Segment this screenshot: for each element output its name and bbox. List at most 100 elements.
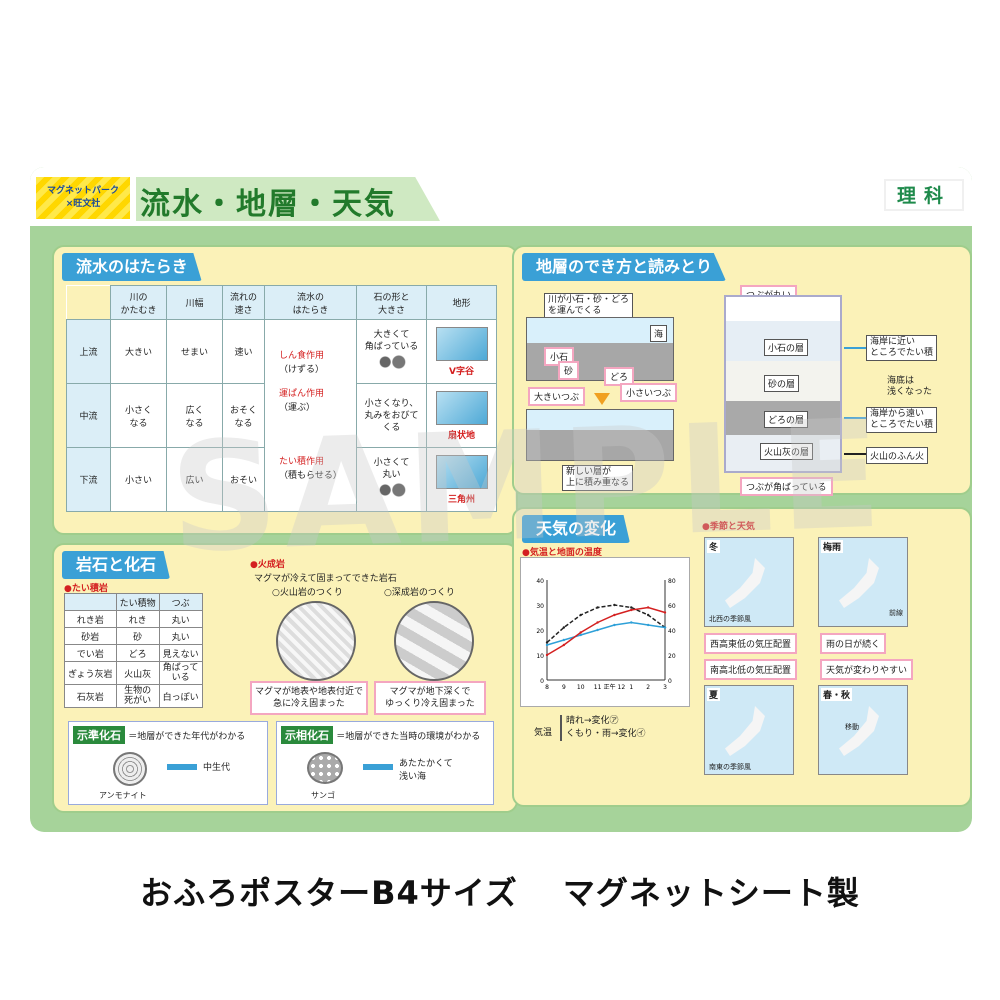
label-small-grain: 小さいつぶ — [620, 383, 678, 402]
poster-header: マグネットパーク ×旺文社 流水・地層・天気 理科 — [30, 167, 972, 229]
poster-title: 流水・地層・天気 — [140, 187, 396, 222]
cell: 白っぽい — [158, 684, 203, 708]
panel-flowing-water: 流水のはたらき 川の かたむき 川幅 流れの 速さ 流水の はたらき 石の形と … — [52, 245, 518, 535]
y-tick-label: 0 — [540, 678, 544, 685]
cell: 角ばって いる — [158, 661, 203, 685]
cell: 丸い — [158, 610, 203, 628]
table-row: れき岩れき丸い — [64, 610, 203, 628]
ammonite-icon — [113, 752, 147, 786]
cell: おそい — [222, 447, 265, 512]
terrain-cell: V字谷 — [426, 319, 497, 384]
col-header: 流水の はたらき — [264, 285, 357, 320]
cell: でい岩 — [64, 644, 117, 662]
warm-sea-label: あたたかくて 浅い海 — [399, 759, 453, 782]
plutonic-rock-illustration — [394, 601, 474, 681]
x-tick-label: 11 — [594, 684, 602, 691]
season-desc: 南高北低の気圧配置 — [704, 659, 798, 680]
y-tick-label: 10 — [536, 653, 544, 660]
data-point — [545, 653, 549, 657]
table-row: 下流 小さい 広い おそい 小さくて 丸い 三角州 — [66, 447, 497, 512]
data-point — [630, 608, 633, 612]
data-point — [545, 641, 549, 644]
map-spring-autumn: 春・秋移動 — [818, 685, 908, 775]
cell: 砂 — [115, 627, 160, 645]
cell: 大きい — [110, 319, 167, 384]
label-angular-grain: つぶが角ばっている — [740, 477, 833, 496]
arrow-icon — [363, 764, 393, 770]
y-tick-label: 20 — [536, 628, 544, 635]
terrain-label: V字谷 — [449, 366, 474, 377]
data-point — [596, 606, 599, 609]
data-point — [562, 626, 566, 629]
cell: 火山灰 — [115, 661, 160, 685]
arrow-line — [844, 453, 866, 455]
action-deposit-sub: （積もらせる） — [279, 470, 342, 481]
col-header — [64, 593, 117, 611]
y2-tick-label: 60 — [668, 603, 676, 610]
data-point — [579, 633, 582, 637]
flow-table: 川の かたむき 川幅 流れの 速さ 流水の はたらき 石の形と 大きさ 地形 上… — [66, 285, 497, 512]
row-header: 下流 — [66, 447, 111, 512]
kion-label: 気温 — [534, 728, 553, 738]
cell: 小さい — [110, 447, 167, 512]
terrain-block-2 — [526, 409, 674, 461]
panel-strata: 地層のでき方と読みとり 川が小石・砂・どろ を運んでくる 海 小石 砂 どろ 大… — [512, 245, 972, 496]
rock-table: たい積物 つぶ れき岩れき丸い 砂岩砂丸い でい岩どろ見えない ぎょう灰岩火山灰… — [64, 593, 203, 708]
product-caption: おふろポスターB4サイズ マグネットシート製 — [140, 874, 860, 912]
data-point — [646, 606, 650, 609]
sample-watermark: SAMPLE — [167, 387, 891, 587]
facies-fossil-box: 示相化石 ＝地層ができた当時の環境がわかる サンゴ あたたかくて 浅い海 — [276, 721, 494, 805]
season-name: 春・秋 — [821, 688, 853, 701]
note-near-shore: 海岸に近い ところでたい積 — [866, 335, 938, 361]
stone-illustration — [374, 480, 409, 499]
data-point — [562, 643, 566, 647]
terrain-illustration — [435, 390, 488, 425]
x-tick-label: 1 — [629, 684, 633, 691]
map-summer: 夏南東の季節風 — [704, 685, 794, 775]
index-fossil-tag: 示準化石 — [73, 726, 125, 744]
stone-desc: 小さくなり、 丸みをおびて くる — [364, 398, 419, 433]
note-volcano: 火山のふん火 — [866, 447, 929, 464]
temp-label: ●気温と地面の温度 — [522, 548, 602, 558]
y-tick-label: 40 — [536, 578, 544, 585]
data-point — [613, 613, 616, 617]
cell: 見えない — [158, 644, 203, 662]
data-point — [596, 628, 599, 632]
stone-desc: 大きくて 角ばっている — [364, 329, 419, 352]
col-header: つぶ — [158, 593, 203, 611]
volcanic-title: ○火山岩のつくり — [272, 588, 343, 598]
table-row: 中流 小さく なる 広く なる おそく なる 小さくなり、 丸みをおびて くる … — [66, 383, 497, 448]
corner — [66, 285, 111, 320]
x-tick-label: 3 — [663, 684, 667, 691]
cell: れき — [115, 610, 160, 628]
coral-icon — [307, 752, 343, 784]
index-fossil-desc: ＝地層ができた年代がわかる — [128, 732, 246, 742]
index-fossil-box: 示準化石 ＝地層ができた年代がわかる アンモナイト 中生代 — [68, 721, 268, 805]
data-point — [663, 626, 667, 629]
series-line — [546, 621, 666, 646]
cell: 大きくて 角ばっている — [356, 319, 427, 384]
panel-rocks-fossils: 岩石と化石 ●たい積岩 たい積物 つぶ れき岩れき丸い 砂岩砂丸い でい岩どろ見… — [52, 543, 518, 813]
arrow-icon — [167, 764, 197, 770]
igneous-label: ●火成岩 — [250, 560, 285, 570]
stone-desc: 小さくて 丸い — [373, 457, 410, 480]
japan-shape — [839, 558, 879, 608]
col-header: 流れの 速さ — [222, 285, 265, 320]
x-tick-label: 2 — [646, 684, 650, 691]
data-point — [562, 638, 566, 642]
col-header: 石の形と 大きさ — [356, 285, 427, 320]
action-deposit: たい積作用 — [279, 456, 325, 467]
season-name: 梅雨 — [821, 540, 844, 553]
layer-label: どろの層 — [764, 411, 809, 428]
panel-title: 地層のでき方と読みとり — [522, 253, 727, 281]
col-header: たい積物 — [115, 593, 160, 611]
col-header: 川幅 — [166, 285, 223, 320]
season-note: 南東の季節風 — [709, 763, 751, 771]
data-point — [596, 621, 599, 624]
col-header: 地形 — [426, 285, 497, 320]
subject-badge: 理科 — [884, 179, 964, 211]
y-tick-label: 30 — [536, 603, 544, 610]
